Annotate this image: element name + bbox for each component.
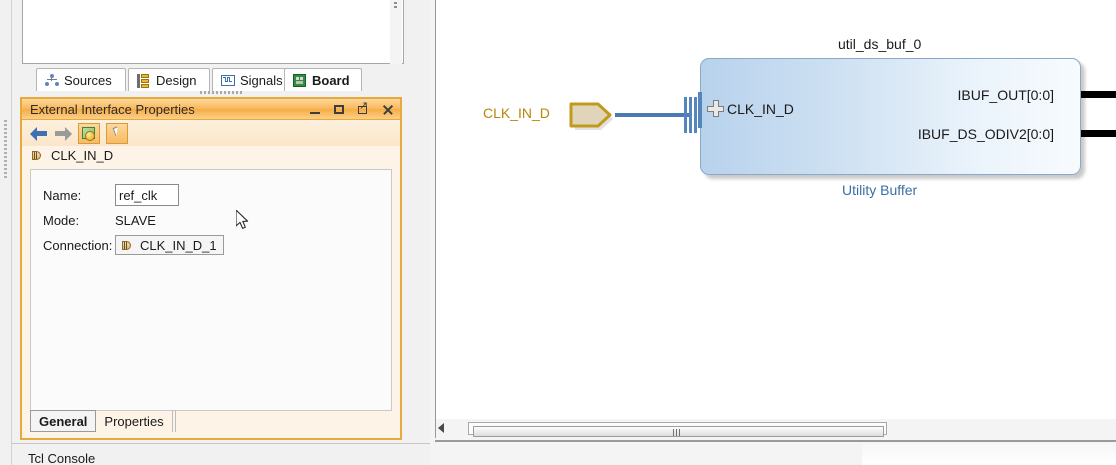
scrollbar-grip bbox=[394, 0, 397, 9]
hierarchy-icon bbox=[45, 73, 59, 87]
tab-design-label: Design bbox=[156, 72, 197, 88]
maximize-icon[interactable] bbox=[333, 103, 346, 116]
tcl-console-title[interactable]: Tcl Console bbox=[28, 451, 96, 465]
panel-form-area: Name: Mode: SLAVE Connection: CLK_IN_D_1 bbox=[30, 169, 392, 411]
scroll-thumb-grip bbox=[673, 429, 682, 436]
scroll-left-arrow-icon[interactable] bbox=[438, 423, 444, 433]
panel-footer-tabs: General Properties bbox=[30, 410, 176, 432]
ip-block-util-ds-buf[interactable] bbox=[700, 58, 1081, 175]
connection-value-button[interactable]: CLK_IN_D_1 bbox=[115, 235, 224, 255]
left-dock-divider bbox=[11, 443, 430, 444]
show-picture-icon[interactable] bbox=[78, 122, 100, 144]
block-output-port-label-0: IBUF_OUT[0:0] bbox=[957, 87, 1054, 103]
canvas-bottom-divider bbox=[435, 440, 1116, 442]
left-dock-area: Sources Design Signals Board bbox=[0, 0, 430, 465]
name-row: Name: bbox=[43, 184, 179, 206]
board-list-scrollbar[interactable] bbox=[390, 0, 402, 64]
connection-label: Connection: bbox=[43, 237, 113, 253]
external-port-label: CLK_IN_D bbox=[483, 105, 550, 121]
block-title: util_ds_buf_0 bbox=[838, 36, 922, 52]
tab-design[interactable]: Design bbox=[128, 68, 210, 91]
left-vertical-splitter[interactable] bbox=[0, 0, 12, 465]
block-input-pin bbox=[698, 92, 702, 128]
back-arrow-icon[interactable] bbox=[30, 125, 48, 141]
bus-interface-pin bbox=[684, 97, 701, 133]
footer-tab-properties[interactable]: Properties bbox=[96, 410, 173, 432]
interface-icon bbox=[120, 240, 135, 251]
block-output-port-label-1: IBUF_DS_ODIV2[0:0] bbox=[917, 126, 1054, 142]
mode-row: Mode: SLAVE bbox=[43, 209, 156, 231]
mode-value: SLAVE bbox=[115, 212, 156, 228]
board-chip-icon bbox=[293, 73, 307, 87]
float-icon[interactable] bbox=[357, 100, 370, 116]
external-interface-properties-panel: External Interface Properties bbox=[20, 97, 402, 440]
connection-value-label: CLK_IN_D_1 bbox=[140, 237, 217, 253]
footer-tab-spacer bbox=[173, 410, 176, 432]
tab-signals-label: Signals bbox=[240, 72, 283, 88]
select-arrow-icon[interactable] bbox=[106, 122, 128, 144]
mode-label: Mode: bbox=[43, 212, 80, 228]
block-output-pin-0 bbox=[1081, 91, 1116, 98]
scrollbar-track[interactable] bbox=[468, 422, 887, 437]
name-label: Name: bbox=[43, 187, 82, 203]
panel-window-controls bbox=[309, 99, 394, 120]
tab-sources-label: Sources bbox=[64, 72, 112, 88]
forward-arrow-icon[interactable] bbox=[54, 125, 72, 141]
waveform-icon bbox=[221, 74, 235, 87]
splitter-grip bbox=[4, 120, 7, 180]
status-strip bbox=[862, 443, 1116, 465]
interface-icon bbox=[30, 150, 45, 161]
tab-board[interactable]: Board bbox=[284, 68, 362, 91]
panel-toolbar bbox=[22, 120, 400, 146]
tab-overflow-grip bbox=[200, 91, 242, 94]
design-blocks-icon bbox=[137, 73, 151, 88]
panel-title-bar: External Interface Properties bbox=[22, 99, 400, 120]
board-list-panel bbox=[22, 0, 404, 64]
scrollbar-thumb[interactable] bbox=[473, 426, 884, 437]
connection-row: Connection: CLK_IN_D_1 bbox=[43, 234, 224, 256]
block-output-pin-1 bbox=[1081, 130, 1116, 137]
diagram-area: CLK_IN_D util_ds_buf_0 CLK_IN_D IBUF_OUT… bbox=[431, 0, 1116, 465]
left-dock-tabs: Sources Design Signals Board bbox=[22, 68, 406, 94]
block-input-port-label: CLK_IN_D bbox=[727, 101, 794, 117]
tab-board-label: Board bbox=[312, 72, 350, 88]
canvas-horizontal-scrollbar[interactable] bbox=[435, 419, 1116, 438]
block-subtitle: Utility Buffer bbox=[842, 182, 918, 198]
name-input[interactable] bbox=[115, 184, 179, 206]
external-port-shape[interactable] bbox=[569, 100, 616, 132]
minimize-icon[interactable] bbox=[309, 103, 322, 116]
panel-title: External Interface Properties bbox=[30, 101, 195, 117]
block-design-canvas[interactable]: CLK_IN_D util_ds_buf_0 CLK_IN_D IBUF_OUT… bbox=[435, 0, 1116, 419]
panel-subject: CLK_IN_D bbox=[30, 146, 113, 164]
close-icon[interactable] bbox=[381, 103, 394, 116]
footer-tab-general[interactable]: General bbox=[30, 410, 97, 432]
plus-icon[interactable] bbox=[707, 100, 724, 117]
connection-wire[interactable] bbox=[615, 113, 689, 117]
tab-sources[interactable]: Sources bbox=[36, 68, 126, 91]
panel-subject-label: CLK_IN_D bbox=[51, 147, 114, 163]
